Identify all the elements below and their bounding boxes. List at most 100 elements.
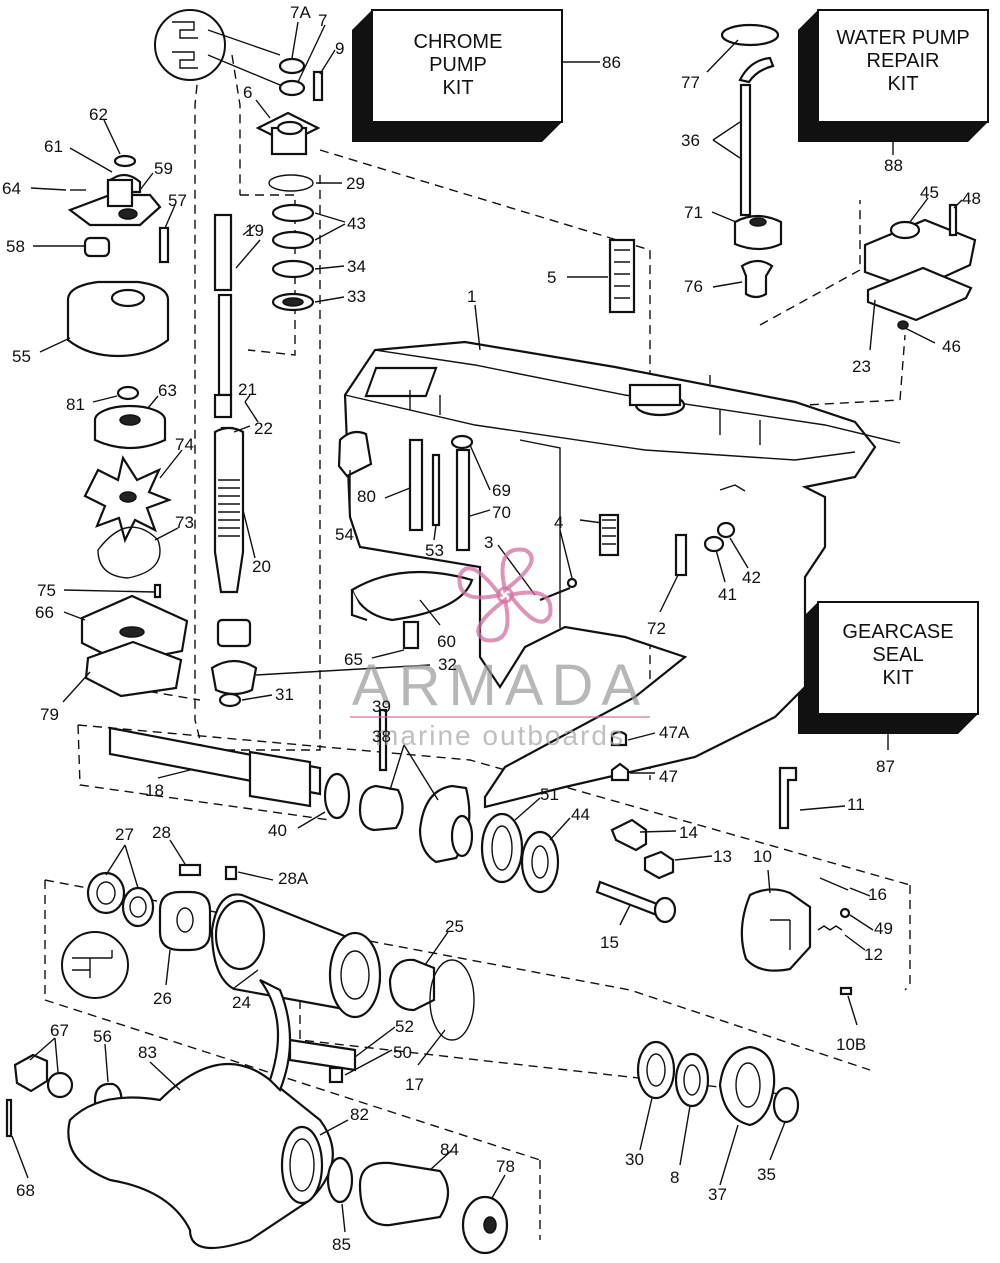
chrome-pump-kit-box: CHROME PUMP KIT 86 xyxy=(352,9,621,142)
screw-50 xyxy=(328,1066,344,1084)
callout-72: 72 xyxy=(647,619,666,638)
callout-21: 21 xyxy=(238,380,257,399)
callout-77: 77 xyxy=(681,73,700,92)
callout-83: 83 xyxy=(138,1043,157,1062)
callout-30: 30 xyxy=(625,1150,644,1169)
lockwasher-28a xyxy=(224,865,238,881)
callout-28a: 28A xyxy=(278,869,309,888)
pin-10b xyxy=(839,986,853,996)
callout-46: 46 xyxy=(942,337,961,356)
bushing-58 xyxy=(83,236,111,258)
screw-28 xyxy=(178,863,202,877)
callout-74: 74 xyxy=(175,435,194,454)
screw-48 xyxy=(948,203,958,237)
washer-35 xyxy=(772,1086,800,1124)
shaft-housing-20 xyxy=(213,426,245,594)
callout-4: 4 xyxy=(554,513,563,532)
o-ring-62 xyxy=(113,154,137,168)
bearing-housing-group xyxy=(61,863,475,1084)
plug-41 xyxy=(703,535,725,553)
ball-49 xyxy=(839,907,851,919)
propeller-83 xyxy=(67,1062,334,1250)
callout-31: 31 xyxy=(275,685,294,704)
pin-75 xyxy=(153,583,162,599)
screw-72 xyxy=(674,533,688,577)
callout-73: 73 xyxy=(175,513,194,532)
propeller-group xyxy=(5,979,509,1255)
callout-7: 7 xyxy=(318,11,327,30)
callout-27: 27 xyxy=(115,825,134,844)
callout-47: 47 xyxy=(659,767,678,786)
washer-69 xyxy=(450,434,474,450)
spacer-85 xyxy=(326,1156,354,1204)
water-kit-line2: REPAIR xyxy=(867,50,940,72)
pump-housing-group xyxy=(66,154,189,698)
callout-25: 25 xyxy=(445,917,464,936)
propeller-logo-icon xyxy=(457,547,553,643)
rod-end-36 xyxy=(738,56,775,84)
callout-23: 23 xyxy=(852,357,871,376)
callout-15: 15 xyxy=(600,933,619,952)
driveshaft-group xyxy=(210,57,324,708)
driveshaft-upper-19 xyxy=(213,213,233,292)
chrome-kit-line1: CHROME xyxy=(414,31,503,53)
seal-detail-inset xyxy=(154,9,281,86)
callout-81: 81 xyxy=(66,395,85,414)
callout-18: 18 xyxy=(145,781,164,800)
callout-44: 44 xyxy=(571,805,590,824)
callout-51: 51 xyxy=(540,785,559,804)
bearing-25 xyxy=(388,958,436,1012)
callout-5: 5 xyxy=(547,268,556,287)
callout-48: 48 xyxy=(962,189,981,208)
decal-5 xyxy=(608,238,636,314)
callout-42: 42 xyxy=(742,568,761,587)
lever-11 xyxy=(778,766,798,830)
callout-79: 79 xyxy=(40,705,59,724)
callout-26: 26 xyxy=(153,989,172,1008)
clutch-dog-38 xyxy=(358,784,404,832)
seal-detail-inset-2 xyxy=(61,931,129,999)
callout-39: 39 xyxy=(372,697,391,716)
screw-47 xyxy=(610,762,630,782)
washer-4 xyxy=(566,577,578,589)
callout-47a: 47A xyxy=(659,723,690,742)
callout-78: 78 xyxy=(496,1157,515,1176)
cap-77 xyxy=(720,23,780,47)
callout-17: 17 xyxy=(405,1075,424,1094)
callout-64: 64 xyxy=(2,179,21,198)
seal-7a xyxy=(278,57,306,75)
callout-36: 36 xyxy=(681,131,700,150)
pin-39 xyxy=(378,708,388,772)
callout-65: 65 xyxy=(344,650,363,669)
callout-67: 67 xyxy=(50,1021,69,1040)
watermark-tagline: marine outboards xyxy=(375,720,625,751)
callout-24: 24 xyxy=(232,993,251,1012)
housing-internal-parts xyxy=(337,238,688,772)
callout-62: 62 xyxy=(89,105,108,124)
armada-watermark: ARMADA marine outboards xyxy=(350,547,650,751)
callout-28: 28 xyxy=(152,823,171,842)
shim-30 xyxy=(636,1040,676,1100)
callout-86: 86 xyxy=(602,53,621,72)
screw-65 xyxy=(402,620,420,650)
callout-35: 35 xyxy=(757,1165,776,1184)
callout-76: 76 xyxy=(684,277,703,296)
driveshaft-19 xyxy=(217,293,233,397)
callout-58: 58 xyxy=(6,237,25,256)
housing-10 xyxy=(740,888,812,972)
callout-88: 88 xyxy=(884,156,903,175)
pin-16 xyxy=(819,877,849,891)
gearcase-seal-kit-box: GEARCASE SEAL KIT 87 xyxy=(798,601,979,776)
cradle-13 xyxy=(643,850,675,880)
callout-70: 70 xyxy=(492,503,511,522)
shift-rod-group xyxy=(720,23,783,299)
screw-53 xyxy=(431,453,441,527)
callout-69: 69 xyxy=(492,481,511,500)
callout-10b: 10B xyxy=(836,1035,866,1054)
hub-82 xyxy=(280,1125,324,1205)
callout-82: 82 xyxy=(350,1105,369,1124)
washer-43b xyxy=(271,230,315,250)
callout-12: 12 xyxy=(864,945,883,964)
callout-49: 49 xyxy=(874,919,893,938)
